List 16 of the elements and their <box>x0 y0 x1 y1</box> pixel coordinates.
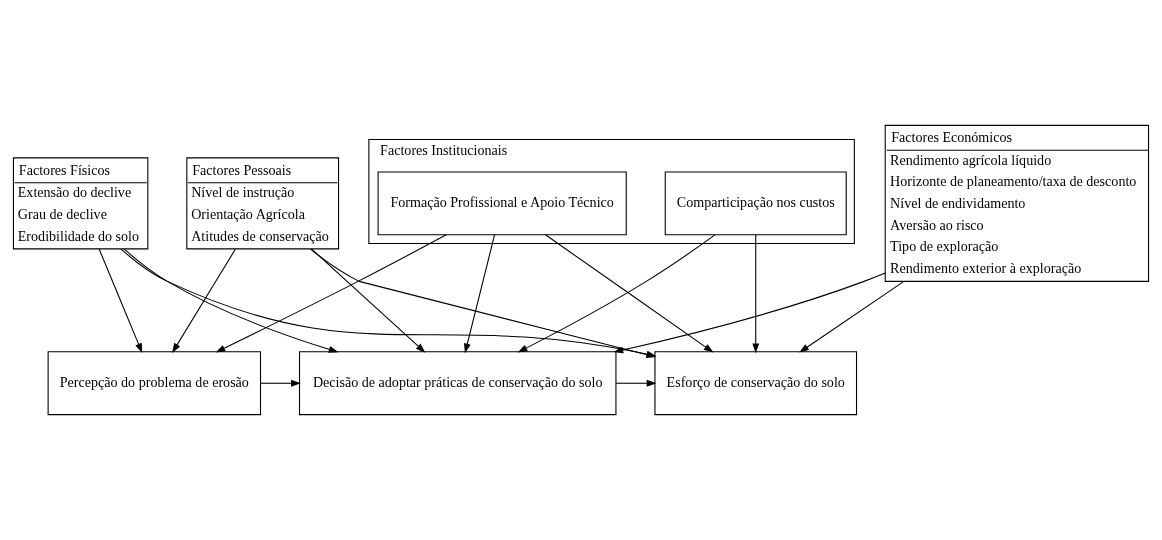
node-box: Decisão de adoptar práticas de conservação do solo <box>299 351 617 416</box>
arrow <box>260 379 301 387</box>
arrow <box>799 281 905 353</box>
node-box: Esforço de conservação do solo <box>654 351 858 416</box>
node-box: Formação Profissional e Apoio Técnico <box>377 171 627 236</box>
arrow <box>123 248 339 353</box>
arrow <box>752 234 760 354</box>
arrow <box>311 248 426 353</box>
arrow <box>98 248 143 354</box>
arrow <box>615 379 657 387</box>
arrow <box>464 234 496 354</box>
arrow <box>613 272 886 354</box>
node-box: Percepção do problema de erosão <box>47 351 262 416</box>
arrow <box>172 248 236 353</box>
node-box: Comparticipação nos custos <box>664 171 847 236</box>
arrow <box>215 234 447 353</box>
